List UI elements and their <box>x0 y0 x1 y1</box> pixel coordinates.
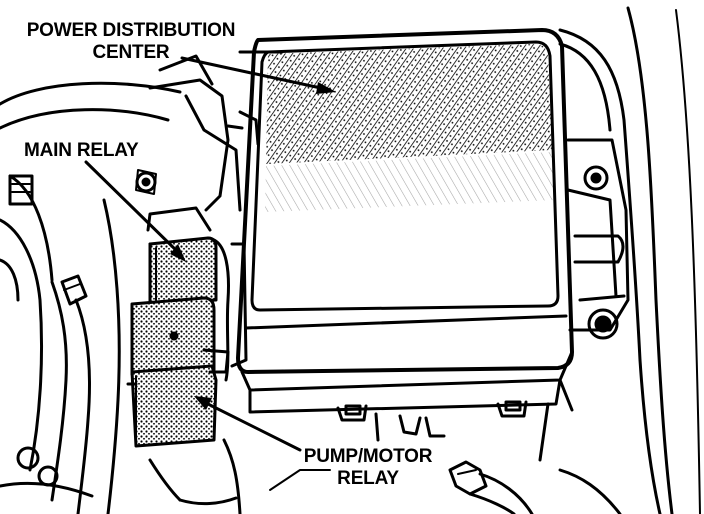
hose-connector-left <box>8 174 88 306</box>
bolt-upper-right <box>583 165 609 191</box>
hoses-left <box>0 174 121 514</box>
label-pdc-line2: CENTER <box>92 42 170 63</box>
fastener-left-top <box>135 169 157 195</box>
hose-clamps-bottom-left <box>0 446 94 498</box>
leader-main-relay <box>84 160 184 258</box>
pump-motor-relay <box>126 296 230 448</box>
label-pump-line2: RELAY <box>337 468 399 489</box>
main-relay <box>148 236 218 306</box>
leader-arrowheads <box>170 82 336 410</box>
label-main-relay-line1: MAIN RELAY <box>24 140 139 161</box>
fender-outline <box>558 6 701 514</box>
bolt-lower-right <box>587 308 619 340</box>
label-pump-motor-relay: PUMP/MOTOR RELAY <box>292 446 444 490</box>
leader-pump-motor-relay <box>198 398 302 452</box>
label-pdc-line1: POWER DISTRIBUTION <box>26 20 236 41</box>
label-main-relay: MAIN RELAY <box>24 140 139 162</box>
bottom-connector <box>269 460 534 514</box>
pdc-lower-bracket <box>374 402 622 514</box>
label-pump-line1: PUMP/MOTOR <box>303 446 433 467</box>
leader-pdc <box>180 56 332 92</box>
label-power-distribution-center: POWER DISTRIBUTION CENTER <box>22 20 240 64</box>
pdc-latch-left <box>336 404 368 422</box>
engine-upper-left <box>0 54 260 212</box>
pdc-latch-right <box>496 400 528 418</box>
power-distribution-center-box <box>236 28 574 414</box>
leader-lines <box>84 50 332 452</box>
